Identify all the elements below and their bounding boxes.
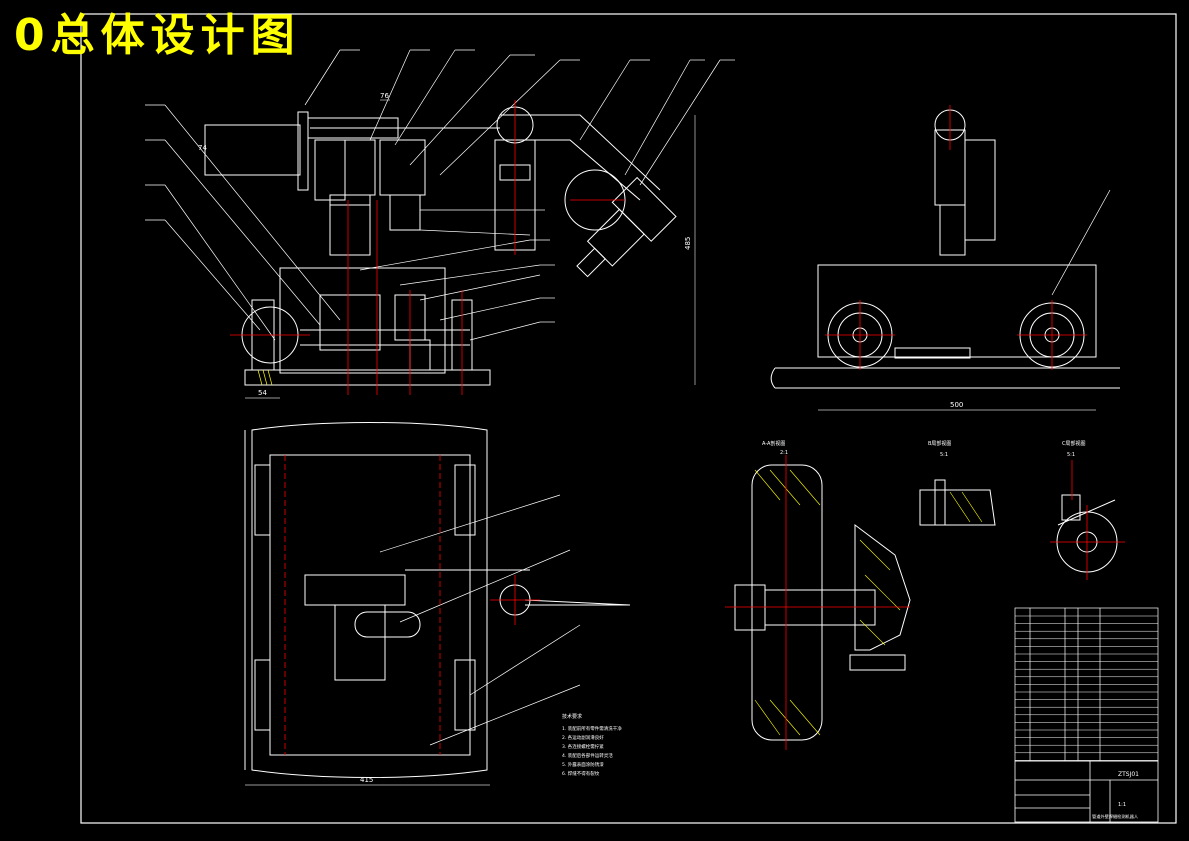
- outer-frame: [80, 13, 1177, 824]
- detail-b-hatch: [949, 491, 983, 523]
- bottom-width-dim: 415: [360, 776, 373, 784]
- detail-b-label: B局部视图: [928, 440, 951, 447]
- note-item: 4. 装配后各部件运转灵活: [562, 752, 613, 759]
- front-view: [145, 49, 735, 399]
- detail-b-view: [919, 479, 996, 526]
- top-center-lines: [284, 455, 540, 755]
- section-a-scale: 2:1: [780, 450, 788, 456]
- drawing-scale: 1:1: [1118, 802, 1126, 808]
- detail-c-label: C局部视图: [1062, 440, 1086, 447]
- side-width-dim: 500: [950, 401, 963, 409]
- arm-dim: 74: [198, 144, 207, 152]
- front-center-lines: [230, 100, 625, 395]
- drawing-number: ZTSJ01: [1118, 771, 1139, 778]
- top-view: [244, 422, 631, 786]
- note-item: 2. 各运动副润滑良好: [562, 734, 604, 741]
- section-a-view: [734, 464, 911, 741]
- section-a-center: [725, 455, 910, 750]
- top-dim: 76: [380, 92, 389, 100]
- drawing-name: 管道外壁焊缝检测机器人: [1092, 813, 1139, 820]
- detail-c-scale: 5:1: [1067, 452, 1075, 458]
- detail-c-center: [1050, 460, 1125, 580]
- page-title: 0总体设计图: [14, 10, 301, 61]
- section-a-hatch: [754, 469, 901, 736]
- front-hatch: [257, 369, 273, 386]
- parts-list-rows: [1015, 615, 1158, 761]
- title-block: [1014, 760, 1159, 823]
- section-a-label: A-A剖视图: [762, 440, 785, 447]
- front-width-dim: 54: [258, 389, 267, 397]
- notes-heading: 技术要求: [562, 713, 582, 720]
- side-center-lines: [825, 105, 1087, 370]
- note-item: 6. 焊缝不得有裂纹: [562, 770, 600, 777]
- technical-notes: 技术要求 1. 装配前所有零件需清洗干净 2. 各运动副润滑良好 3. 各连接螺…: [562, 713, 622, 777]
- front-height-dim: 485: [684, 237, 692, 250]
- detail-b-scale: 5:1: [940, 452, 948, 458]
- note-item: 3. 各连接螺栓需拧紧: [562, 743, 604, 750]
- note-item: 1. 装配前所有零件需清洗干净: [562, 725, 622, 732]
- note-item: 5. 外露表面涂防锈漆: [562, 761, 604, 768]
